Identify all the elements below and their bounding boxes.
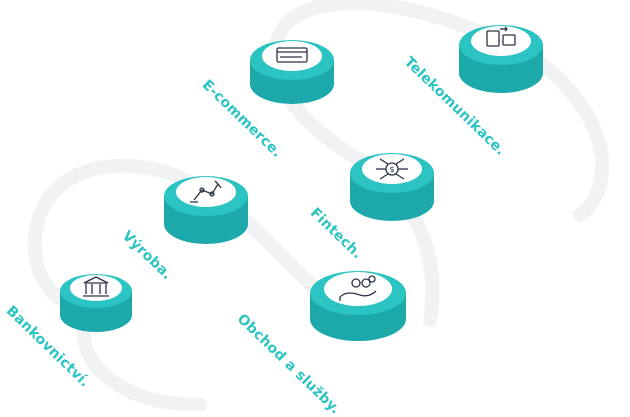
devices-icon	[486, 26, 516, 47]
svg-text:$: $	[389, 165, 394, 174]
robot-arm-icon	[190, 180, 222, 203]
hand-coins-icon	[339, 275, 377, 301]
bank-icon	[83, 276, 109, 297]
payment-card-icon	[276, 47, 308, 63]
dollar-circuit-icon: $	[376, 158, 408, 180]
